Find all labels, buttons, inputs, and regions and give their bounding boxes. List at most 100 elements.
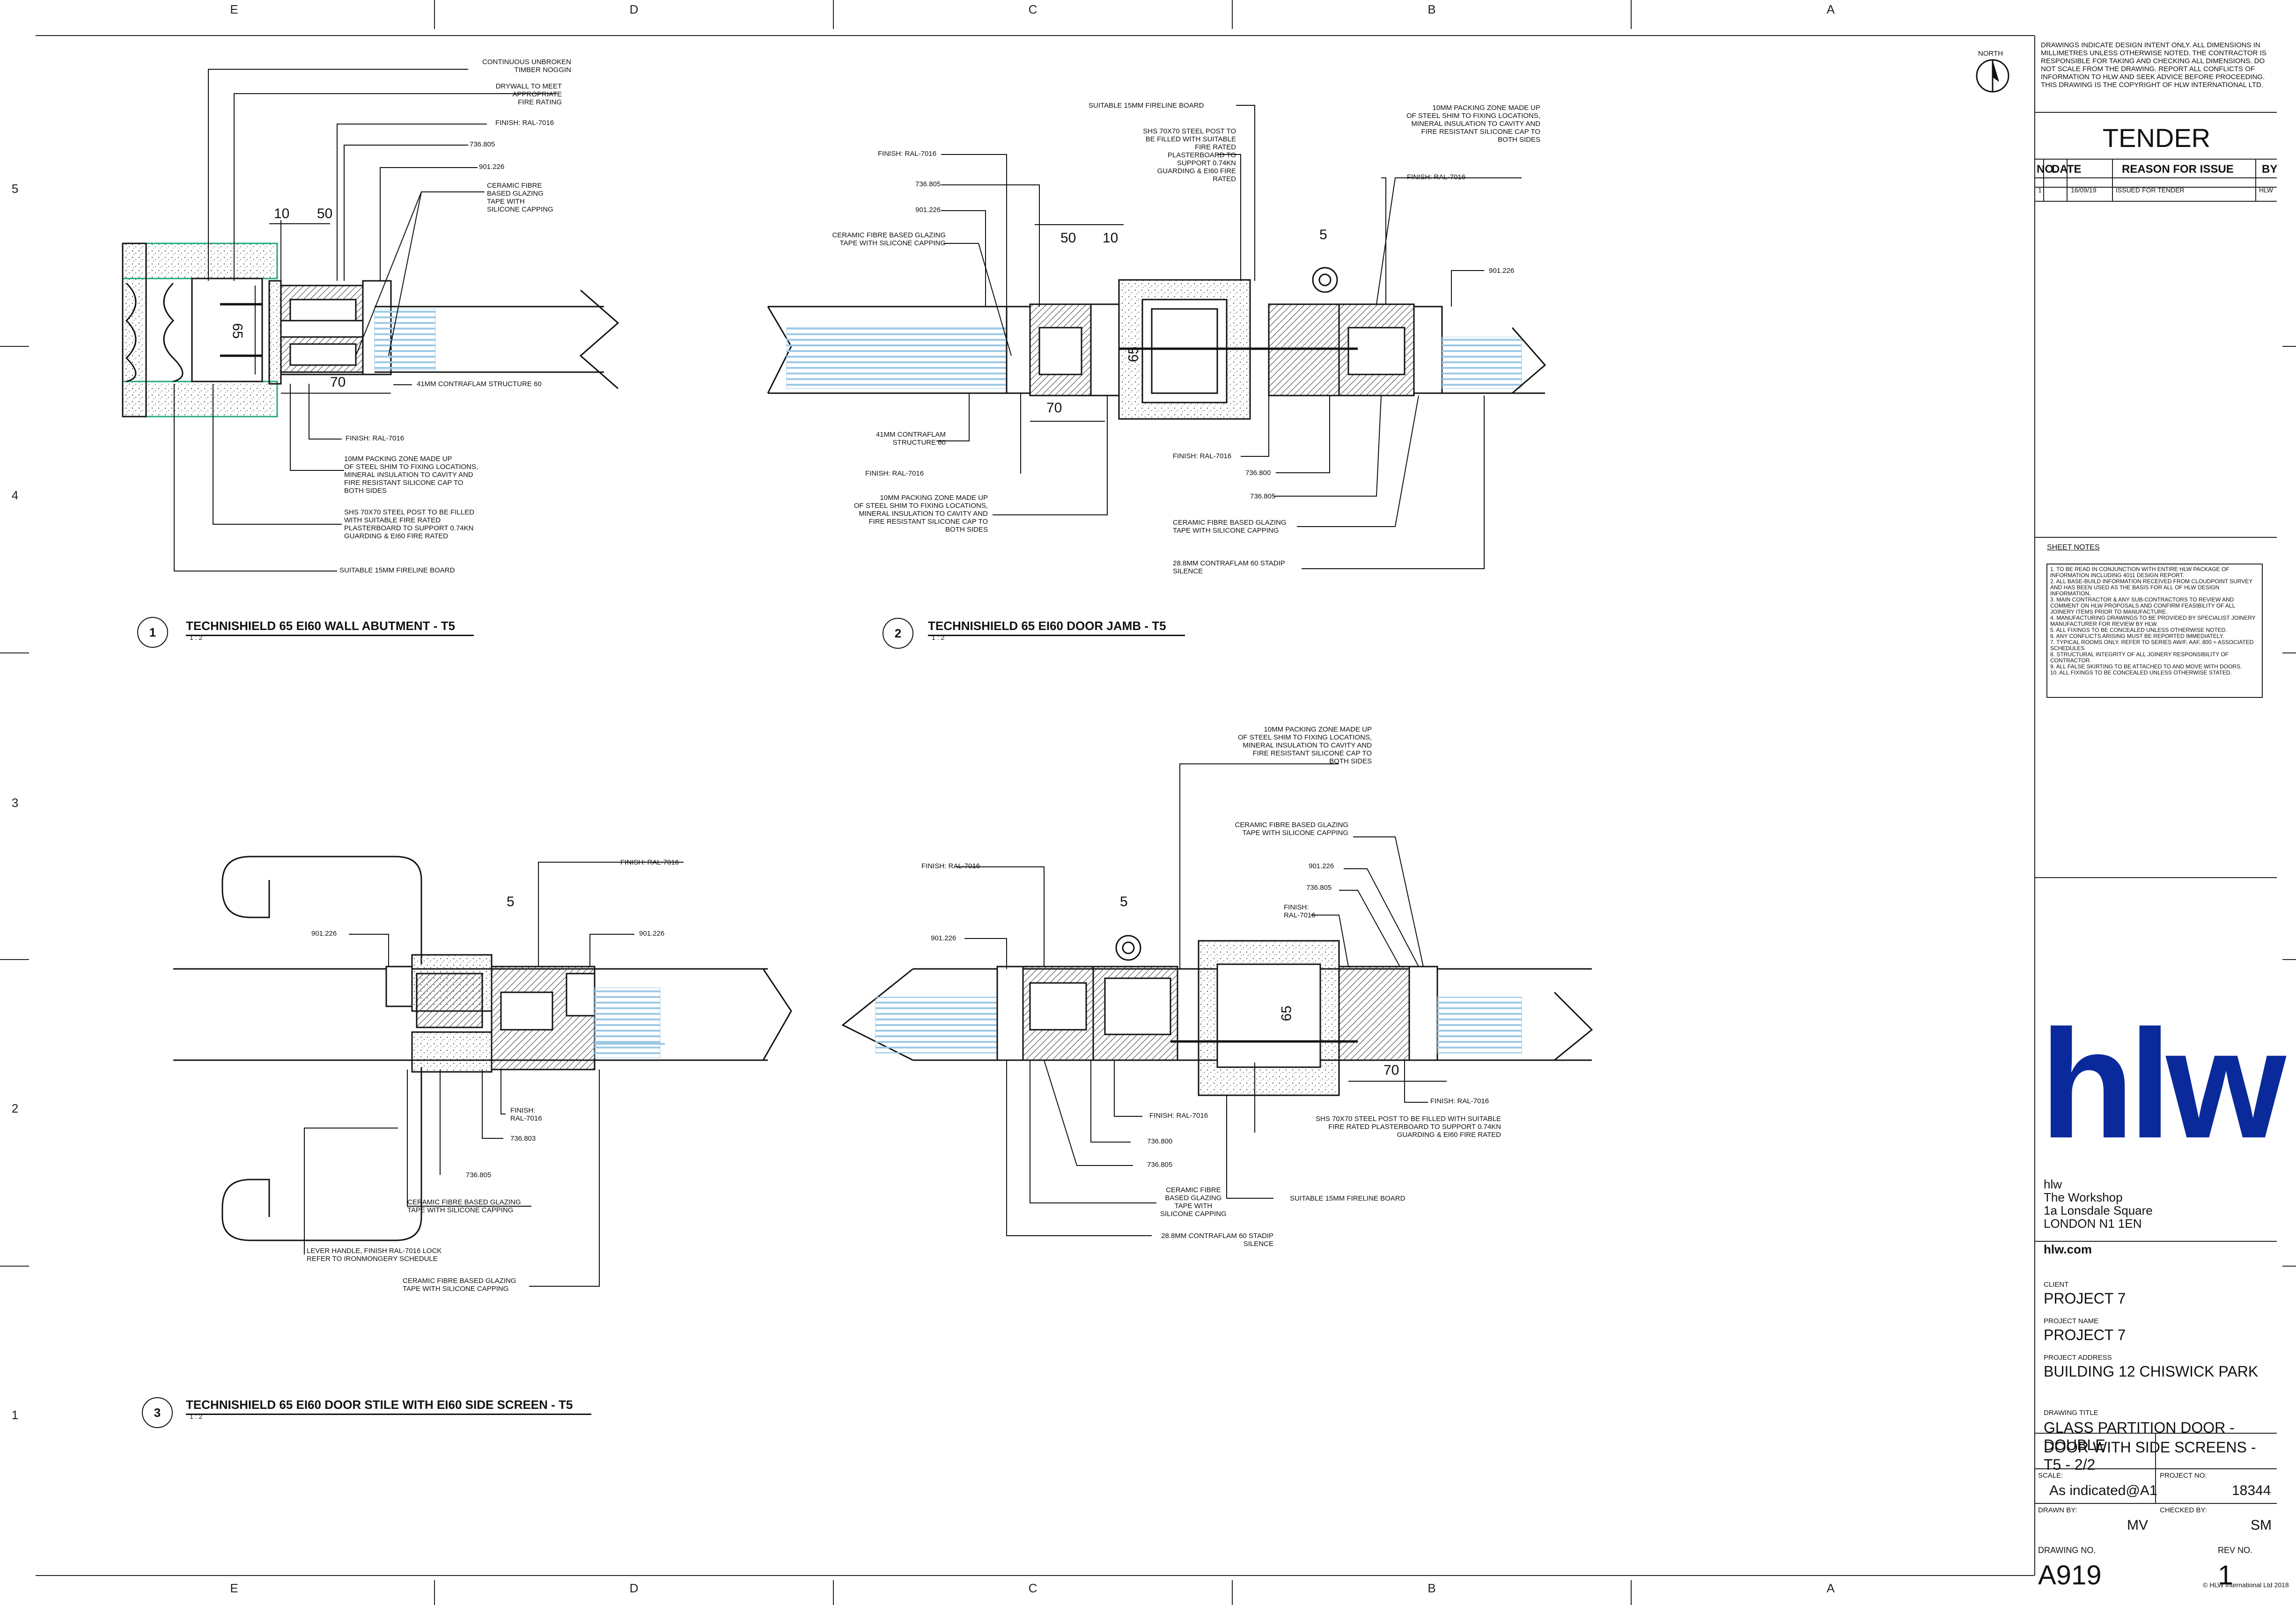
grid-row-2: 2: [11, 1101, 19, 1115]
note-glazing-tape: CERAMIC FIBRE BASED GLAZING TAPE WITH SI…: [407, 1198, 521, 1214]
sheet-note: 7. TYPICAL ROOMS ONLY. REFER TO SERIES A…: [2050, 639, 2254, 652]
dim-text: 10: [1103, 230, 1119, 246]
detail-2-title: TECHNISHIELD 65 EI60 DOOR JAMB - T5: [928, 619, 1185, 636]
note-drywall: DRYWALL TO MEET APPROPRIATE FIRE RATING: [495, 82, 562, 106]
note-736-800: 736.800: [1245, 469, 1271, 477]
note-glazing-tape: CERAMIC FIBRE BASED GLAZING TAPE WITH SI…: [403, 1277, 516, 1293]
note-736-805: 736.805: [470, 140, 495, 148]
detail-4-section: [841, 935, 1593, 1096]
rev-row-no: 1: [2038, 186, 2042, 194]
dim-text: 65: [1126, 346, 1141, 362]
note-fireline-board: SUITABLE 15MM FIRELINE BOARD: [339, 566, 455, 574]
project-address-value: BUILDING 12 CHISWICK PARK: [2044, 1363, 2259, 1380]
copyright: © HLW International Ltd 2018: [2203, 1581, 2289, 1589]
note-shs-post: SHS 70X70 STEEL POST TO BE FILLED WITH S…: [1143, 127, 1236, 183]
note-736-805: 736.805: [1306, 884, 1332, 892]
drawing-no-value: A919: [2038, 1560, 2102, 1590]
note-glazing-tape: CERAMIC FIBRE BASED GLAZING TAPE WITH SI…: [1235, 821, 1348, 837]
dim-text: 65: [229, 323, 245, 339]
note-stadip: 28.8MM CONTRAFLAM 60 STADIP SILENCE: [1161, 1232, 1273, 1248]
disclaimer: DRAWINGS INDICATE DESIGN INTENT ONLY. AL…: [2041, 41, 2267, 89]
note-glazing-tape: CERAMIC FIBRE BASED GLAZING TAPE WITH SI…: [1160, 1186, 1227, 1218]
rev-header-by: BY: [2262, 163, 2278, 176]
grid-col-b-bottom: B: [1428, 1581, 1436, 1595]
note-736-805: 736.805: [1147, 1161, 1173, 1169]
detail-1-title: TECHNISHIELD 65 EI60 WALL ABUTMENT - T5: [186, 619, 474, 636]
note-packing-zone: 10MM PACKING ZONE MADE UP OF STEEL SHIM …: [854, 494, 988, 534]
note-timber-noggin: CONTINUOUS UNBROKEN TIMBER NOGGIN: [482, 58, 571, 74]
detail-3-section: [173, 856, 792, 1241]
note-finish: FINISH: RAL-7016: [878, 150, 937, 158]
client-value: PROJECT 7: [2044, 1290, 2126, 1307]
grid-col-e-bottom: E: [230, 1581, 238, 1595]
drawing-title-line1: GLASS PARTITION DOOR - DOUBLE: [2044, 1419, 2235, 1453]
note-901-226: 901.226: [311, 930, 337, 938]
rev-header-date: DATE: [2052, 163, 2082, 176]
sheet-note: 8. STRUCTURAL INTEGRITY OF ALL JOINERY R…: [2050, 651, 2229, 664]
note-packing-zone: 10MM PACKING ZONE MADE UP OF STEEL SHIM …: [1237, 726, 1372, 765]
note-736-805: 736.805: [466, 1171, 492, 1179]
note-shs-post: SHS 70X70 STEEL POST TO BE FILLED WITH S…: [1316, 1115, 1501, 1139]
rev-no-label: REV NO.: [2218, 1546, 2253, 1555]
dim-text: 70: [1383, 1063, 1399, 1078]
detail-1-section: [122, 220, 619, 418]
sheet-note: 6. ANY CONFLICTS ARISING MUST BE REPORTE…: [2050, 633, 2224, 639]
checked-by-value: SM: [2251, 1517, 2272, 1533]
north-label: NORTH: [1978, 50, 2003, 58]
note-finish: FINISH: RAL-7016: [1407, 173, 1466, 181]
drawing-title-line2: DOOR WITH SIDE SCREENS - T5 - 2/2: [2044, 1439, 2256, 1473]
north-arrow-icon: [1976, 59, 2009, 93]
rev-no-value: 1: [2218, 1560, 2233, 1590]
sheet-note: 1. TO BE READ IN CONJUNCTION WITH ENTIRE…: [2050, 566, 2230, 579]
note-packing-zone: 10MM PACKING ZONE MADE UP OF STEEL SHIM …: [1406, 104, 1540, 144]
drawing-title-label: DRAWING TITLE: [2044, 1409, 2098, 1417]
note-finish: FINISH: RAL-7016: [921, 862, 980, 870]
grid-col-e-top: E: [230, 2, 238, 16]
sheet-note: 2. ALL BASE-BUILD INFORMATION RECEIVED F…: [2050, 578, 2253, 597]
note-finish: FINISH: RAL-7016: [495, 119, 554, 127]
detail-1-scale: 1 : 2: [190, 634, 203, 641]
grid-row-5: 5: [11, 182, 19, 196]
note-901-226: 901.226: [915, 206, 941, 214]
detail-2-section: [767, 224, 1546, 422]
detail-2-marker: 2: [883, 618, 913, 649]
dim-text: 50: [1060, 230, 1076, 246]
note-glazing-tape: CERAMIC FIBRE BASED GLAZING TAPE WITH SI…: [487, 182, 553, 213]
sheet-note: 9. ALL FALSE SKIRTING TO BE ATTACHED TO …: [2050, 663, 2242, 670]
dim-text: 70: [330, 374, 346, 390]
note-901-226: 901.226: [639, 930, 665, 938]
detail-3-marker: 3: [142, 1397, 173, 1428]
title-block: DRAWINGS INDICATE DESIGN INTENT ONLY. AL…: [2034, 36, 2286, 1590]
note-736-805: 736.805: [915, 180, 941, 188]
grid-row-4: 4: [11, 488, 19, 502]
scale-label: SCALE:: [2038, 1472, 2063, 1480]
detail-3-title: TECHNISHIELD 65 EI60 DOOR STILE WITH EI6…: [186, 1398, 592, 1415]
sheet-note: 10. ALL FIXINGS TO BE CONCEALED UNLESS O…: [2050, 669, 2232, 676]
note-lever-handle: LEVER HANDLE, FINISH RAL-7016 LOCK REFER…: [307, 1247, 442, 1263]
grid-col-d-top: D: [629, 2, 639, 16]
detail-2-scale: 1 : 2: [932, 634, 945, 641]
project-name-value: PROJECT 7: [2044, 1327, 2126, 1343]
scale-value: As indicated@A1: [2049, 1483, 2157, 1498]
note-shs-post: SHS 70X70 STEEL POST TO BE FILLED WITH S…: [344, 508, 474, 540]
sheet-note: 5. ALL FIXINGS TO BE CONCEALED UNLESS OT…: [2050, 627, 2227, 633]
note-fireline-board: SUITABLE 15MM FIRELINE BOARD: [1290, 1195, 1406, 1202]
detail-3-scale: 1 : 2: [190, 1413, 203, 1420]
drawing-no-label: DRAWING NO.: [2038, 1546, 2096, 1555]
dim-text: 5: [1319, 227, 1327, 242]
note-901-226: 901.226: [479, 163, 505, 171]
note-finish: FINISH: RAL-7016: [865, 469, 924, 477]
note-finish: FINISH: RAL-7016: [1430, 1097, 1489, 1105]
rev-row-reason: ISSUED FOR TENDER: [2116, 186, 2185, 194]
grid-row-3: 3: [11, 796, 19, 810]
website-link[interactable]: hlw.com: [2044, 1242, 2092, 1256]
dim-text: 5: [1120, 894, 1128, 909]
grid-col-c-bottom: C: [1028, 1581, 1038, 1595]
status-label: TENDER: [2102, 123, 2211, 153]
project-name-label: PROJECT NAME: [2044, 1317, 2099, 1325]
checked-by-label: CHECKED BY:: [2160, 1506, 2207, 1514]
note-901-226: 901.226: [1309, 862, 1334, 870]
grid-col-d-bottom: D: [629, 1581, 639, 1595]
client-label: CLIENT: [2044, 1281, 2069, 1289]
